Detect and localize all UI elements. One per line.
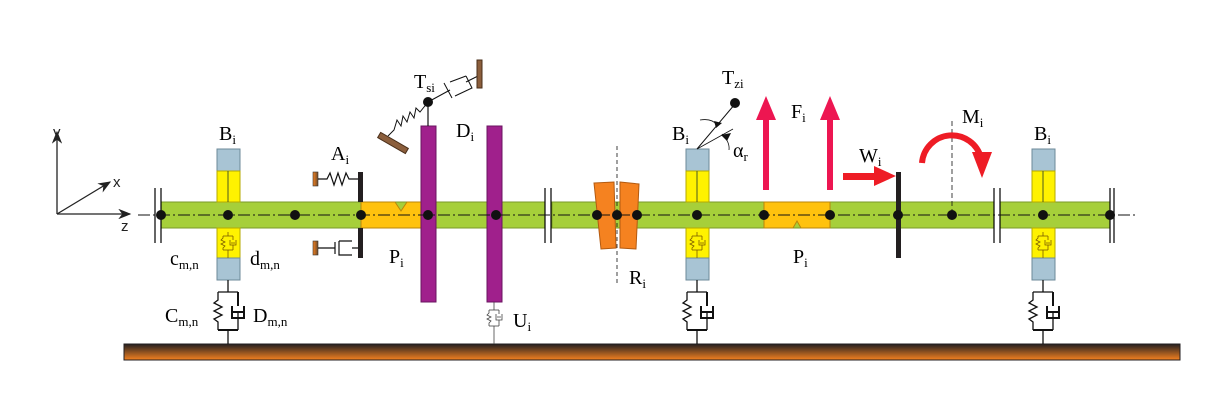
node [290,210,300,220]
x-axis-arrow-icon [56,181,112,215]
label-torsion-Ts: Tsi [414,71,435,95]
moment-M-arrow-icon [919,121,992,215]
unbalance-spring-damper-icon [486,302,503,344]
foundation-spring-damper-icons [212,280,1060,344]
pinion-section-2 [763,201,831,229]
label-C-mn: Cm,n [165,305,199,329]
label-unbalance-U: Ui [513,310,531,334]
node [356,210,366,220]
label-pinion-2: Pi [793,246,808,270]
node [632,210,642,220]
torsion-support-Ts [376,59,483,155]
force-W-arrow-icon [843,166,896,186]
axis-label-y: y [53,124,61,141]
label-torsion-Tz: Tzi [722,67,744,91]
shaft-nodes [156,210,1115,220]
node [423,210,433,220]
axis-label-x: x [113,174,121,191]
force-F-arrows [756,96,840,190]
node [893,210,903,220]
label-pinion-1: Pi [389,246,404,270]
label-bearing-3: Bi [1034,123,1051,147]
node [692,210,702,220]
label-bearing-1: Bi [219,123,236,147]
label-D-mn: Dm,n [253,305,288,329]
coordinate-axes: y x z [51,124,132,235]
node [825,210,835,220]
label-force-W: Wi [859,145,882,169]
node [1105,210,1115,220]
label-bearing-2: Bi [672,123,689,147]
node [1038,210,1048,220]
bearing-inner-spring-damper-icons [220,232,1052,258]
node [592,210,602,220]
force-arrow-up-icon [756,96,776,190]
node [223,210,233,220]
label-coupling-A: Ai [331,143,349,167]
label-alpha-r: αr [733,140,748,164]
label-disk-D: Di [456,120,474,144]
node [759,210,769,220]
label-moment-M: Mi [962,106,984,130]
labels: Bi Bi Bi Ai Tsi Di Pi Pi Ui Ri Tzi αr Fi… [165,67,1051,334]
node [947,210,957,220]
ground-base [123,343,1181,361]
bearing-1 [216,148,241,281]
node [491,210,501,220]
force-arrow-up-icon [820,96,840,190]
torsion-Tz-indicator [696,98,740,151]
bearing-2 [685,148,710,281]
axis-label-z: z [121,218,129,235]
node [612,210,622,220]
label-c-mn: cm,n [170,248,199,272]
bearing-3 [1031,148,1056,281]
node [156,210,166,220]
coupling-plate [312,171,363,258]
label-rub-R: Ri [629,267,646,291]
label-d-mn: dm,n [250,248,280,272]
label-force-F: Fi [791,101,806,125]
